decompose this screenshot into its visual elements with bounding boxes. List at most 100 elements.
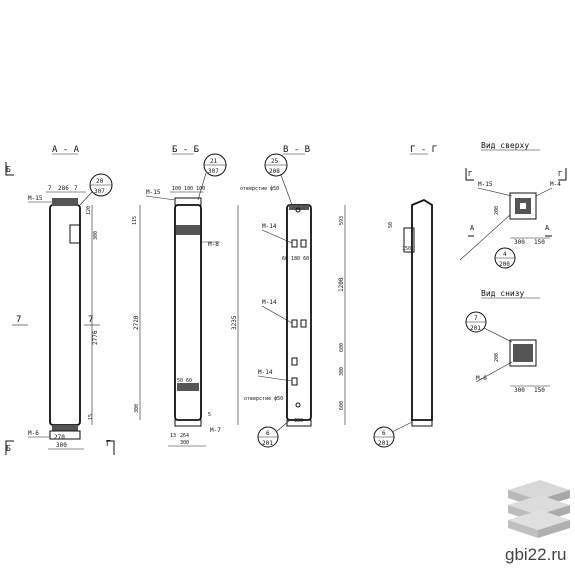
dim-aa-7: 7: [48, 185, 52, 192]
dim-aa-300-bottom: 300: [56, 442, 67, 449]
part-vv-m14-c: М-14: [258, 369, 273, 376]
callout-25-208: 25 208: [264, 153, 293, 206]
dim-aa-2776: 2776: [92, 330, 99, 345]
watermark: gbi22.ru: [505, 545, 567, 565]
part-top-m15: М-15: [478, 181, 493, 188]
note-hole-top: отверстие ф50: [240, 186, 279, 192]
dim-bb-50-60: 50 60: [177, 378, 192, 384]
svg-text:208: 208: [269, 168, 280, 175]
hatch-bb-top: [176, 225, 200, 235]
dim-vv-600a: 600: [339, 343, 345, 352]
dim-vv-300: 300: [339, 367, 345, 376]
svg-text:25: 25: [271, 158, 279, 165]
svg-text:7: 7: [474, 315, 478, 322]
hatch-bb-bottom: [177, 383, 199, 391]
callout-21-307: 21 307: [197, 153, 227, 201]
dim-vv-300-bottom: 300: [294, 418, 303, 424]
dim-aa-286: 286: [58, 185, 69, 192]
bottom-plate-aa: [52, 425, 78, 431]
section-bb: Б - Б 100 100 100 М-15 М-8 21 307 115 27…: [132, 145, 239, 447]
dim-bb-2720: 2720: [133, 315, 140, 330]
marker-g-top-right: Г: [558, 170, 562, 178]
svg-text:20: 20: [96, 178, 104, 185]
top-plate-aa: [52, 198, 78, 206]
marker-a-left: А: [470, 224, 475, 232]
section-gg: Г - Г 50 150 6 201: [373, 145, 437, 448]
dim-bot-200: 200: [494, 353, 500, 362]
part-aa-m6: М-6: [28, 430, 39, 437]
marker-g-top-left: Г: [468, 170, 472, 178]
marker-seven-left: 7: [16, 315, 21, 325]
dim-top-150: 150: [534, 239, 545, 246]
bottom-view-outline: [509, 339, 537, 367]
dim-vv-1200: 1200: [338, 277, 345, 292]
dim-gg-50: 50: [388, 222, 394, 228]
console-aa: [69, 224, 81, 244]
dim-bb-300-bottom: 300: [180, 440, 189, 446]
dim-aa-270: 270: [54, 434, 65, 441]
column-body-vv: [286, 204, 312, 421]
svg-text:21: 21: [210, 158, 218, 165]
bottom-view-plate: [513, 344, 533, 362]
dim-aa-300-top: 300: [93, 231, 99, 240]
svg-text:201: 201: [262, 440, 273, 447]
part-bb-m8: М-8: [208, 241, 219, 248]
callout-20-307: 20 307: [79, 173, 113, 206]
marker-b-bottom: Б: [6, 444, 11, 453]
marker-seven-right: 7: [88, 315, 93, 325]
section-vv-title: В - В: [283, 145, 310, 155]
watermark-site: gbi22.ru: [505, 545, 567, 564]
svg-text:6: 6: [382, 430, 386, 437]
dim-bb-5: 5: [208, 412, 211, 418]
section-aa: А - А Б Б 7 7 Г 7 286 7 М-15 20 307: [5, 145, 115, 455]
column-body-gg: [411, 198, 433, 421]
callout-4-200: 4 200: [494, 247, 516, 269]
svg-text:6: 6: [266, 430, 270, 437]
dim-bb-300: 300: [134, 404, 140, 413]
dim-top-200: 200: [494, 206, 500, 215]
marker-b-top: Б: [6, 165, 11, 174]
callout-6-201-vv: 6 201: [257, 419, 291, 448]
dim-bb-115: 115: [132, 216, 138, 225]
part-bot-m6: М-6: [476, 375, 487, 382]
part-aa-m15: М-15: [28, 195, 43, 202]
marker-g-bottom: Г: [106, 439, 111, 448]
view-top-title: Вид сверху: [481, 141, 529, 150]
svg-text:200: 200: [499, 261, 510, 268]
callout-6-201-gg: 6 201: [373, 421, 413, 448]
column-body-aa: [49, 204, 81, 426]
section-gg-title: Г - Г: [410, 145, 437, 155]
svg-text:307: 307: [94, 188, 105, 195]
dim-bb-3235: 3235: [231, 315, 238, 330]
dim-bot-300: 300: [514, 387, 525, 394]
dim-vv-60-180-60: 60 180 60: [282, 256, 309, 262]
top-view-outline: [509, 192, 537, 220]
dim-vv-600b: 600: [339, 401, 345, 410]
note-hole-bottom: отверстие ф50: [244, 396, 283, 402]
svg-text:4: 4: [503, 251, 507, 258]
section-vv: В - В 25 208 отверстие ф50 М-14 60 180 6…: [240, 145, 346, 448]
dim-bb-264: 264: [180, 433, 189, 439]
dim-bb-100s: 100 100 100: [172, 186, 205, 192]
view-top: Вид сверху М-15 М-4 Г Г А А 200 300 150 …: [459, 141, 567, 269]
dim-bot-150: 150: [534, 387, 545, 394]
callout-7-201: 7 201: [465, 311, 513, 343]
dim-vv-593: 593: [339, 216, 345, 225]
view-bottom-title: Вид снизу: [481, 289, 525, 298]
view-bottom: Вид снизу 7 201 200 М-6 300 150: [465, 289, 550, 394]
dim-aa-small: 120: [86, 206, 92, 215]
part-bb-m15: М-15: [146, 189, 161, 196]
svg-text:201: 201: [378, 440, 389, 447]
watermark-logo-icon: [508, 480, 570, 538]
part-bb-m7: М-7: [210, 427, 221, 434]
dim-aa-7b: 7: [74, 185, 78, 192]
dim-top-300: 300: [514, 239, 525, 246]
svg-text:307: 307: [208, 168, 219, 175]
part-vv-m14-a: М-14: [262, 223, 277, 230]
section-bb-title: Б - Б: [172, 145, 199, 155]
marker-a-right: А: [545, 224, 550, 232]
svg-text:201: 201: [470, 325, 481, 332]
part-top-m4: М-4: [550, 181, 561, 188]
dim-bb-13: 13: [170, 433, 176, 439]
